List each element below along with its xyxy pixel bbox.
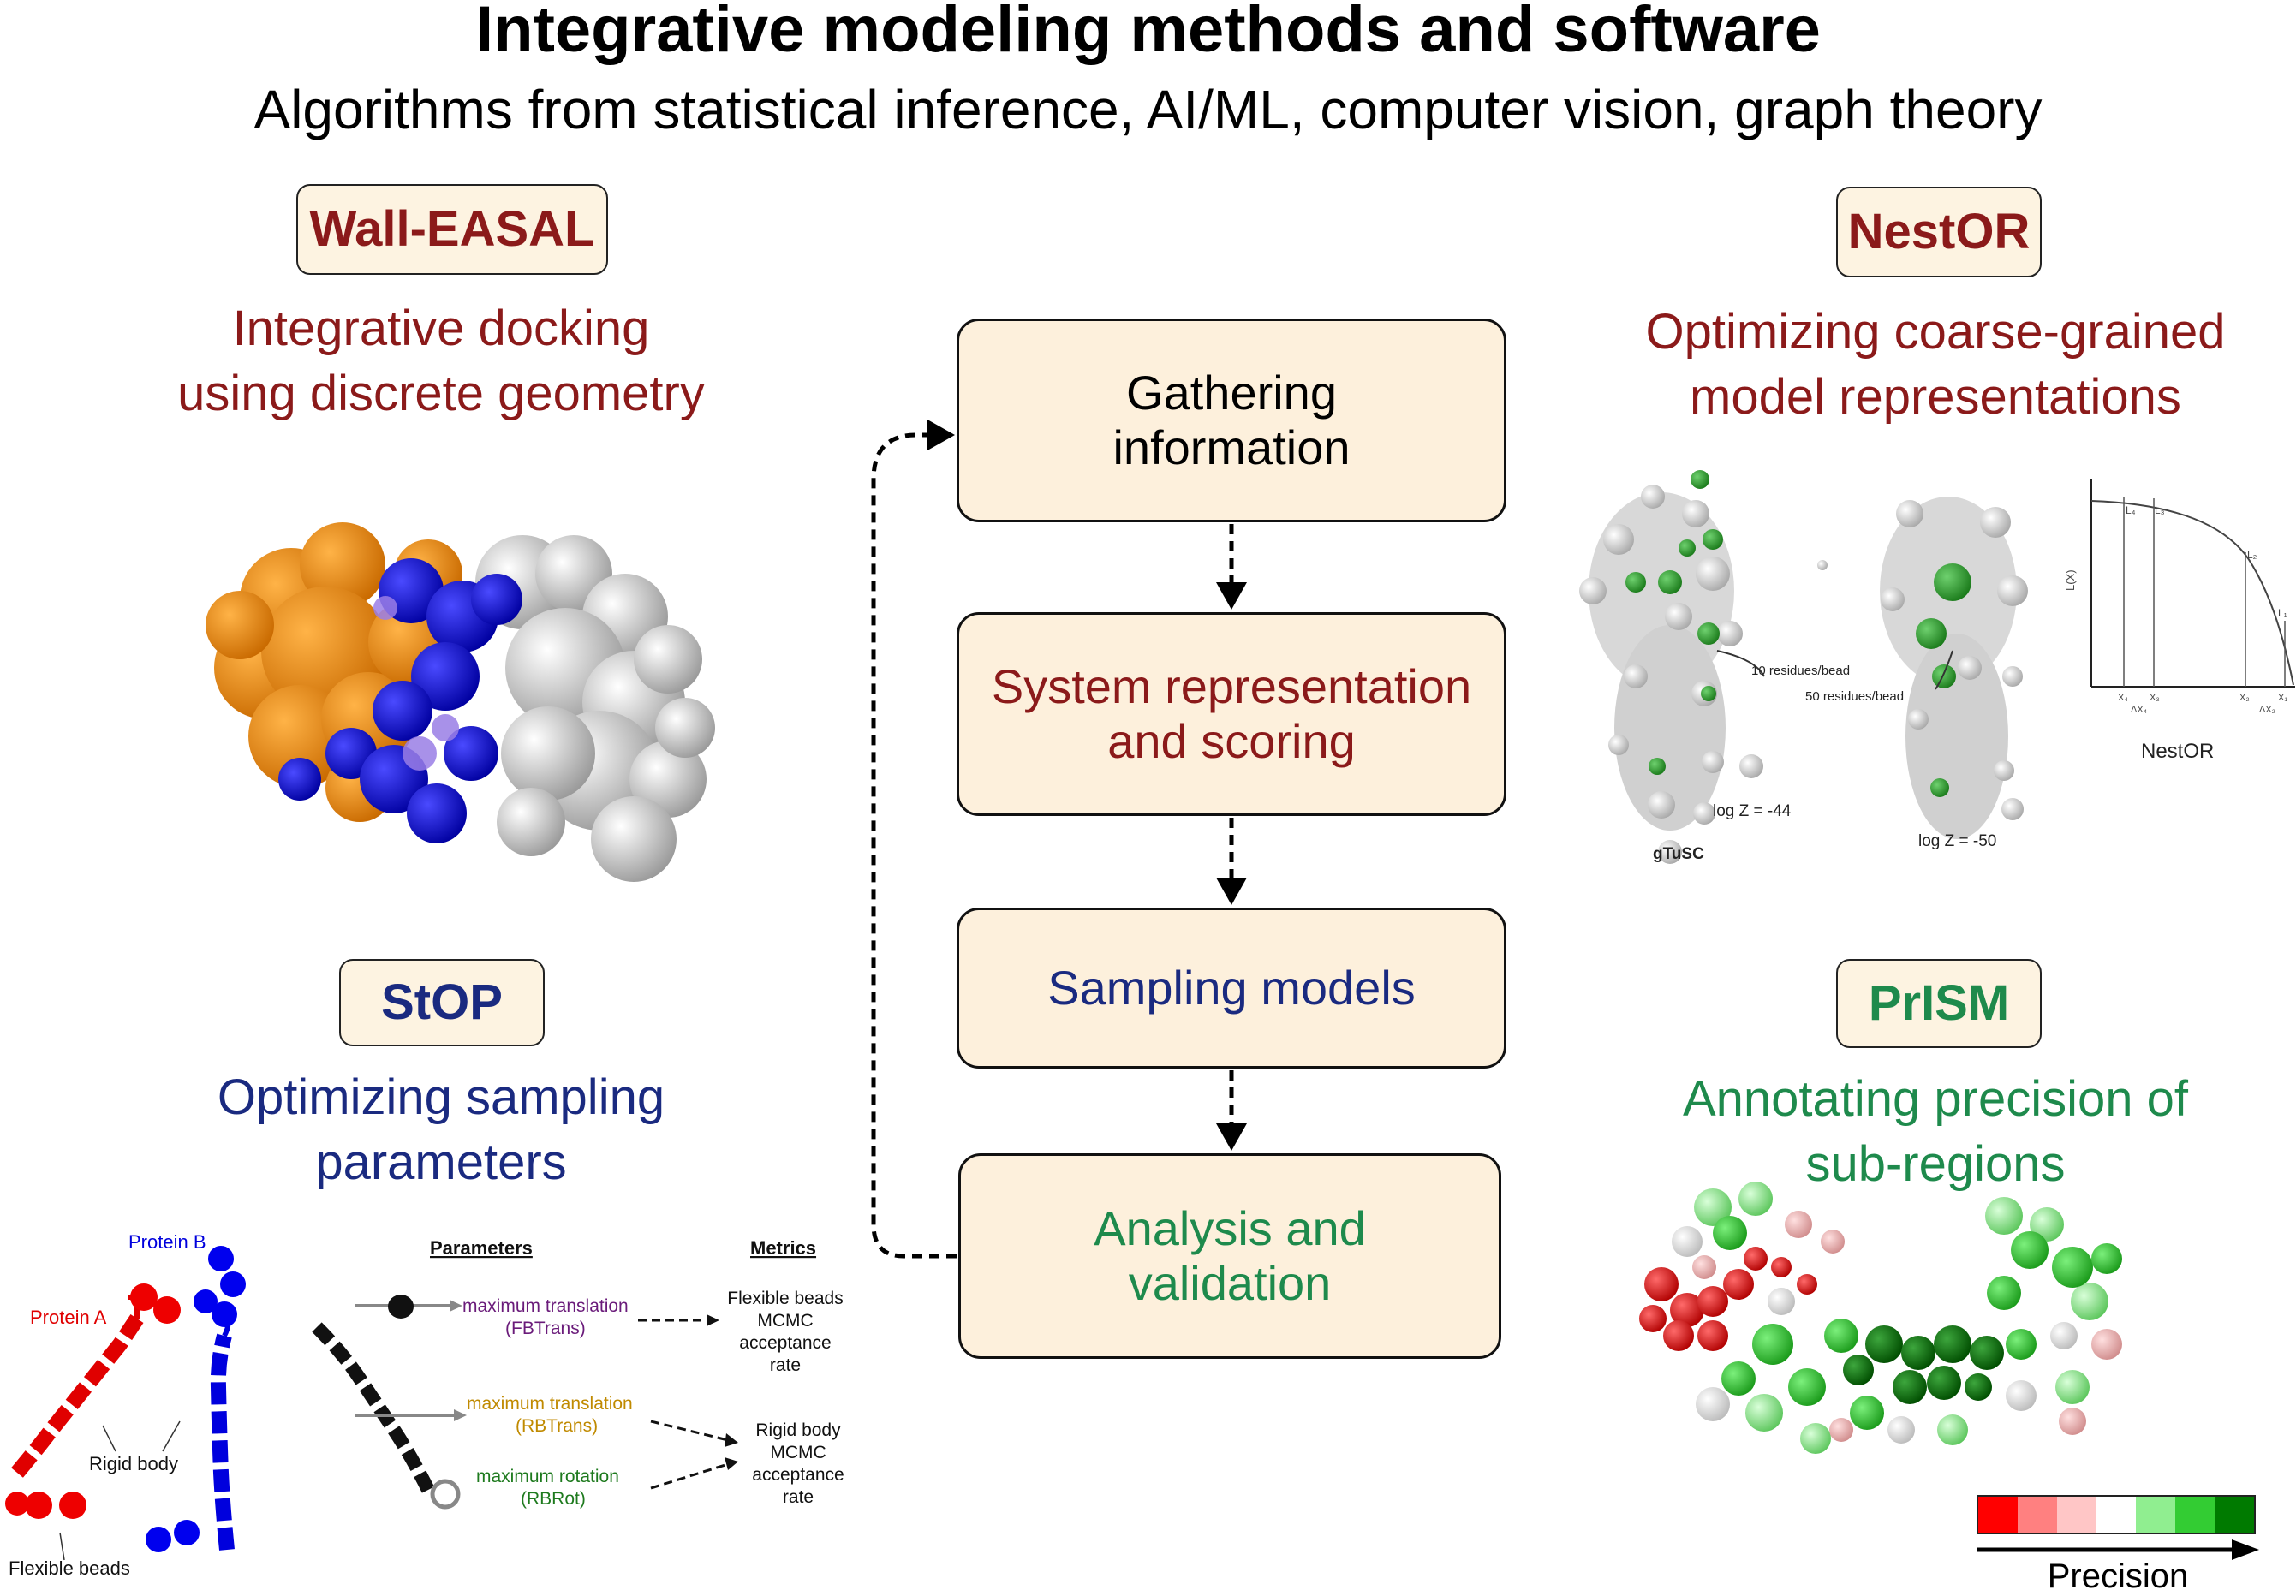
- walleasal-desc-line1: Integrative docking: [232, 301, 650, 356]
- nestor-label-50: 50 residues/bead: [1805, 689, 1904, 704]
- protein-a: Protein A: [5, 1283, 181, 1519]
- nestor-label-10: 10 residues/bead: [1751, 664, 1850, 678]
- param3-label: maximum rotation: [476, 1467, 619, 1486]
- flow-step-gathering-information: Gathering information: [957, 319, 1506, 522]
- metric2-line4: rate: [783, 1487, 814, 1507]
- orange-protein-surface: [206, 522, 462, 822]
- prism-name: PrISM: [1868, 975, 2010, 1031]
- flow-step1-line1: Gathering: [1126, 366, 1337, 420]
- stop-description: Optimizing sampling parameters: [120, 1065, 762, 1195]
- precision-swatch: [1978, 1497, 2018, 1533]
- metric1-line1: Flexible beads: [727, 1289, 843, 1308]
- stop-badge: StOP: [339, 959, 545, 1046]
- walleasal-desc-line2: using discrete geometry: [177, 366, 705, 421]
- metric1-line4: rate: [770, 1355, 801, 1375]
- flow-step-system-representation: System representation and scoring: [957, 612, 1506, 816]
- page-subtitle: Algorithms from statistical inference, A…: [253, 79, 2043, 140]
- metric2-line1: Rigid body: [755, 1420, 841, 1440]
- param3-code: (RBRot): [521, 1489, 586, 1509]
- svg-text:L(X): L(X): [2064, 569, 2077, 591]
- stop-desc-line1: Optimizing sampling: [217, 1069, 665, 1125]
- metrics-header: Metrics: [750, 1237, 816, 1259]
- flow-step4-line1: Analysis and: [1094, 1201, 1366, 1255]
- stop-desc-line2: parameters: [315, 1134, 567, 1190]
- nestor-logz-1: log Z = -44: [1713, 802, 1792, 820]
- stop-name: StOP: [381, 974, 503, 1030]
- svg-text:X₃: X₃: [2150, 693, 2160, 703]
- nestor-description: Optimizing coarse-grained model represen…: [1593, 300, 2278, 430]
- prism-description: Annotating precision of sub-regions: [1593, 1067, 2278, 1197]
- flexible-beads-label: Flexible beads: [9, 1557, 130, 1579]
- nestor-gtusc-label: gTuSC: [1653, 845, 1704, 863]
- metric2: Rigid body MCMC acceptance rate: [752, 1420, 844, 1507]
- protein-b-label: Protein B: [128, 1231, 206, 1253]
- svg-text:L₂: L₂: [2247, 549, 2257, 561]
- precision-swatch: [2096, 1497, 2136, 1533]
- precision-swatch: [2136, 1497, 2175, 1533]
- nestor-desc-line2: model representations: [1690, 369, 2181, 425]
- metric1-line2: MCMC: [757, 1311, 813, 1331]
- stop-figure: Protein A Protein B Rigid body Flexible …: [5, 1231, 844, 1579]
- metric1-line3: acceptance: [739, 1333, 831, 1353]
- precision-swatch: [2018, 1497, 2057, 1533]
- nestor-logz-2: log Z = -50: [1918, 832, 1996, 850]
- protein-a-label: Protein A: [30, 1307, 107, 1328]
- prism-badge: PrISM: [1836, 959, 2042, 1048]
- flow-step2-line2: and scoring: [1107, 714, 1356, 768]
- precision-swatch: [2175, 1497, 2215, 1533]
- svg-text:X₄: X₄: [2118, 693, 2128, 703]
- walleasal-description: Integrative docking using discrete geome…: [103, 296, 779, 426]
- param1-label: maximum translation: [462, 1296, 629, 1316]
- param2-code: (RBTrans): [516, 1416, 598, 1436]
- nestor-figure: 10 residues/bead log Z = -44 gTuSC 50 re…: [1579, 470, 2295, 864]
- svg-text:L₄: L₄: [2126, 504, 2136, 516]
- precision-swatch: [2057, 1497, 2096, 1533]
- protein-b: Protein B: [128, 1231, 246, 1552]
- nestor-desc-line1: Optimizing coarse-grained: [1645, 304, 2226, 360]
- white-protein-surface: [475, 535, 715, 882]
- precision-swatch: [2215, 1497, 2254, 1533]
- nestor-name: NestOR: [1847, 204, 2031, 259]
- nestor-bead-model-10: 10 residues/bead log Z = -44 gTuSC: [1579, 470, 1850, 864]
- flow-step4-line2: validation: [1128, 1256, 1332, 1310]
- walleasal-docking-image: [206, 522, 715, 882]
- prism-bead-model: [1639, 1182, 2122, 1454]
- svg-text:L₃: L₃: [2155, 504, 2165, 516]
- nestor-bead-model-50: 50 residues/bead log Z = -50: [1805, 497, 2028, 850]
- precision-arrow: [1977, 1539, 2259, 1560]
- flow-step3-line1: Sampling models: [1047, 961, 1416, 1015]
- svg-text:L₁: L₁: [2278, 607, 2287, 619]
- metric1: Flexible beads MCMC acceptance rate: [727, 1289, 843, 1375]
- flow-step2-line1: System representation: [991, 659, 1472, 713]
- flow-step-sampling-models: Sampling models: [957, 908, 1506, 1069]
- svg-text:ΔX₂: ΔX₂: [2259, 705, 2275, 715]
- param2-label: maximum translation: [467, 1394, 633, 1414]
- walleasal-badge: Wall-EASAL: [296, 184, 608, 275]
- metric2-line3: acceptance: [752, 1465, 844, 1485]
- svg-text:X₁: X₁: [2278, 693, 2287, 703]
- prism-desc-line2: sub-regions: [1805, 1136, 2066, 1192]
- prism-desc-line1: Annotating precision of: [1682, 1071, 2189, 1127]
- walleasal-name: Wall-EASAL: [309, 201, 595, 257]
- param1-code: (FBTrans): [505, 1319, 586, 1338]
- metric2-line2: MCMC: [770, 1443, 826, 1462]
- nestor-caption: NestOR: [2141, 740, 2214, 763]
- rigid-body-label: Rigid body: [89, 1453, 178, 1474]
- flow-step1-line2: information: [1112, 420, 1351, 474]
- precision-color-scale: [1977, 1495, 2256, 1534]
- flow-step-analysis-validation: Analysis and validation: [958, 1153, 1501, 1359]
- parameters-header: Parameters: [430, 1237, 533, 1259]
- nestor-evidence-plot: L(X) L₄ L₃ L₂ L₁ X₄ X₃ X₂ X₁ ΔX₄ ΔX₂ Nes…: [2064, 479, 2295, 763]
- svg-text:ΔX₄: ΔX₄: [2131, 705, 2148, 715]
- page-title: Integrative modeling methods and softwar…: [475, 0, 1821, 66]
- precision-legend: [1977, 1495, 2256, 1536]
- blue-protein-surface: [278, 558, 522, 843]
- nestor-badge: NestOR: [1836, 187, 2042, 277]
- svg-text:X₂: X₂: [2239, 693, 2250, 703]
